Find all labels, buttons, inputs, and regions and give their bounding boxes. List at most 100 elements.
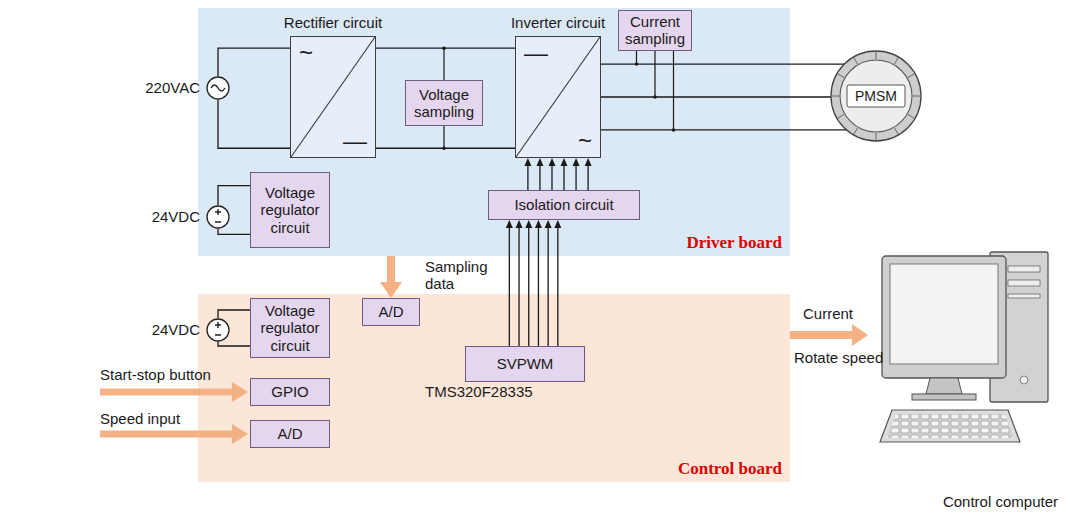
stator-slot — [876, 52, 877, 59]
signal-arrow — [518, 228, 519, 346]
board-fill — [198, 294, 790, 482]
block-label: Current sampling — [623, 13, 687, 48]
power-button — [1020, 376, 1028, 384]
polarity-mark — [215, 209, 221, 222]
drive-slot — [1008, 294, 1040, 298]
block-label: GPIO — [271, 383, 309, 400]
input-arrow — [100, 382, 248, 402]
stator-slot — [832, 96, 839, 97]
block-label: PMSM — [855, 88, 897, 104]
converter-symbol: ~ — [299, 39, 313, 67]
signal-arrow — [547, 228, 548, 346]
gpio-block: GPIO — [250, 378, 330, 406]
wire — [601, 129, 846, 130]
sampling-tap — [443, 48, 444, 80]
edge-label: Current — [803, 305, 853, 322]
input-arrow-head — [232, 424, 248, 444]
board-title: Driver board — [686, 233, 782, 253]
chip-name: TMS320F28335 — [425, 383, 533, 400]
driver-board: Driver boardRectifier circuit~—Voltage s… — [198, 8, 790, 256]
monitor-stand — [926, 378, 962, 394]
converter-symbol: ~ — [578, 127, 592, 155]
sine-mark — [211, 85, 225, 91]
board-title: Control board — [678, 459, 782, 479]
signal-arrow — [551, 166, 552, 190]
stator-slot — [854, 58, 858, 64]
stator-slot — [895, 128, 899, 134]
wire — [601, 96, 831, 97]
stator-slot — [838, 74, 844, 78]
block-label: Isolation circuit — [514, 196, 613, 213]
sampling-tap — [654, 51, 655, 98]
wire — [218, 229, 250, 234]
wire — [218, 342, 250, 346]
input-arrow-shaft — [100, 389, 232, 396]
control-computer: Control computer — [868, 250, 1064, 512]
rotor — [840, 60, 912, 132]
junction-dot — [653, 95, 657, 99]
block-label: Voltage regulator circuit — [255, 302, 325, 354]
signal-arrow — [587, 166, 588, 190]
keyboard — [880, 410, 1020, 442]
diagonal-line — [516, 37, 600, 157]
source-circle — [207, 206, 229, 228]
junction-dot — [442, 46, 446, 50]
voltage-regulator: Voltage regulator circuit — [250, 172, 330, 248]
voltage-regulator: Voltage regulator circuit — [250, 298, 330, 358]
signal-arrow — [557, 228, 558, 346]
ad-converter: A/D — [250, 420, 330, 448]
pmsm-motor: PMSM — [830, 50, 922, 142]
monitor-base — [912, 394, 976, 400]
signal-arrow — [527, 166, 528, 190]
inverter-circuit: Inverter circuit—~ — [515, 36, 601, 158]
wire — [218, 186, 250, 205]
input-signal-label: Start-stop button — [100, 366, 211, 383]
junction-dot — [672, 128, 676, 132]
input-signal-label: Speed input — [100, 410, 180, 427]
output-signal-label: Rotate speed — [794, 349, 883, 366]
source-label: 24VDC — [152, 321, 200, 338]
board-fill — [198, 8, 790, 256]
voltage-sampling: Voltage sampling — [405, 80, 483, 126]
stator-slot — [908, 115, 914, 119]
wire — [218, 310, 250, 318]
data-flow-arrow — [790, 331, 852, 339]
wire — [218, 100, 290, 148]
data-flow-arrow — [387, 256, 395, 282]
signal-arrow — [575, 166, 576, 190]
stator-slot — [838, 115, 844, 119]
input-arrow-head — [232, 382, 248, 402]
signal-arrow — [509, 228, 510, 346]
current-sampling: Current sampling — [618, 10, 692, 51]
rectifier-circuit: Rectifier circuit~— — [290, 36, 376, 158]
source-circle — [207, 319, 229, 341]
signal-arrow — [563, 166, 564, 190]
converter-symbol: — — [524, 39, 548, 67]
diagonal-line — [291, 37, 375, 157]
stator-slot — [854, 128, 858, 134]
ac-source: 220VAC — [206, 76, 230, 100]
stator-slot — [908, 74, 914, 78]
monitor-screen — [890, 264, 998, 364]
stator-ring — [831, 51, 921, 141]
stator-slot — [895, 58, 899, 64]
dc-source: 24VDC — [206, 205, 230, 229]
board-panels — [198, 8, 790, 482]
converter-symbol: — — [343, 127, 367, 155]
junction-dot — [442, 146, 446, 150]
dc-source: 24VDC — [206, 318, 230, 342]
block-label: A/D — [378, 303, 403, 320]
source-label: 24VDC — [152, 208, 200, 225]
ac-source-symbol — [206, 76, 230, 100]
block-label: Control computer — [943, 493, 1058, 510]
stator-slot — [876, 133, 877, 140]
svpwm-block: SVPWM — [465, 346, 585, 382]
block-heading: Inverter circuit — [511, 14, 605, 31]
signal-arrow — [538, 228, 539, 346]
drive-slot — [1008, 280, 1040, 286]
dc-source-symbol — [206, 205, 230, 229]
dc-source-symbol — [206, 318, 230, 342]
computer-icon — [880, 252, 1048, 442]
signal-arrow — [528, 228, 529, 346]
